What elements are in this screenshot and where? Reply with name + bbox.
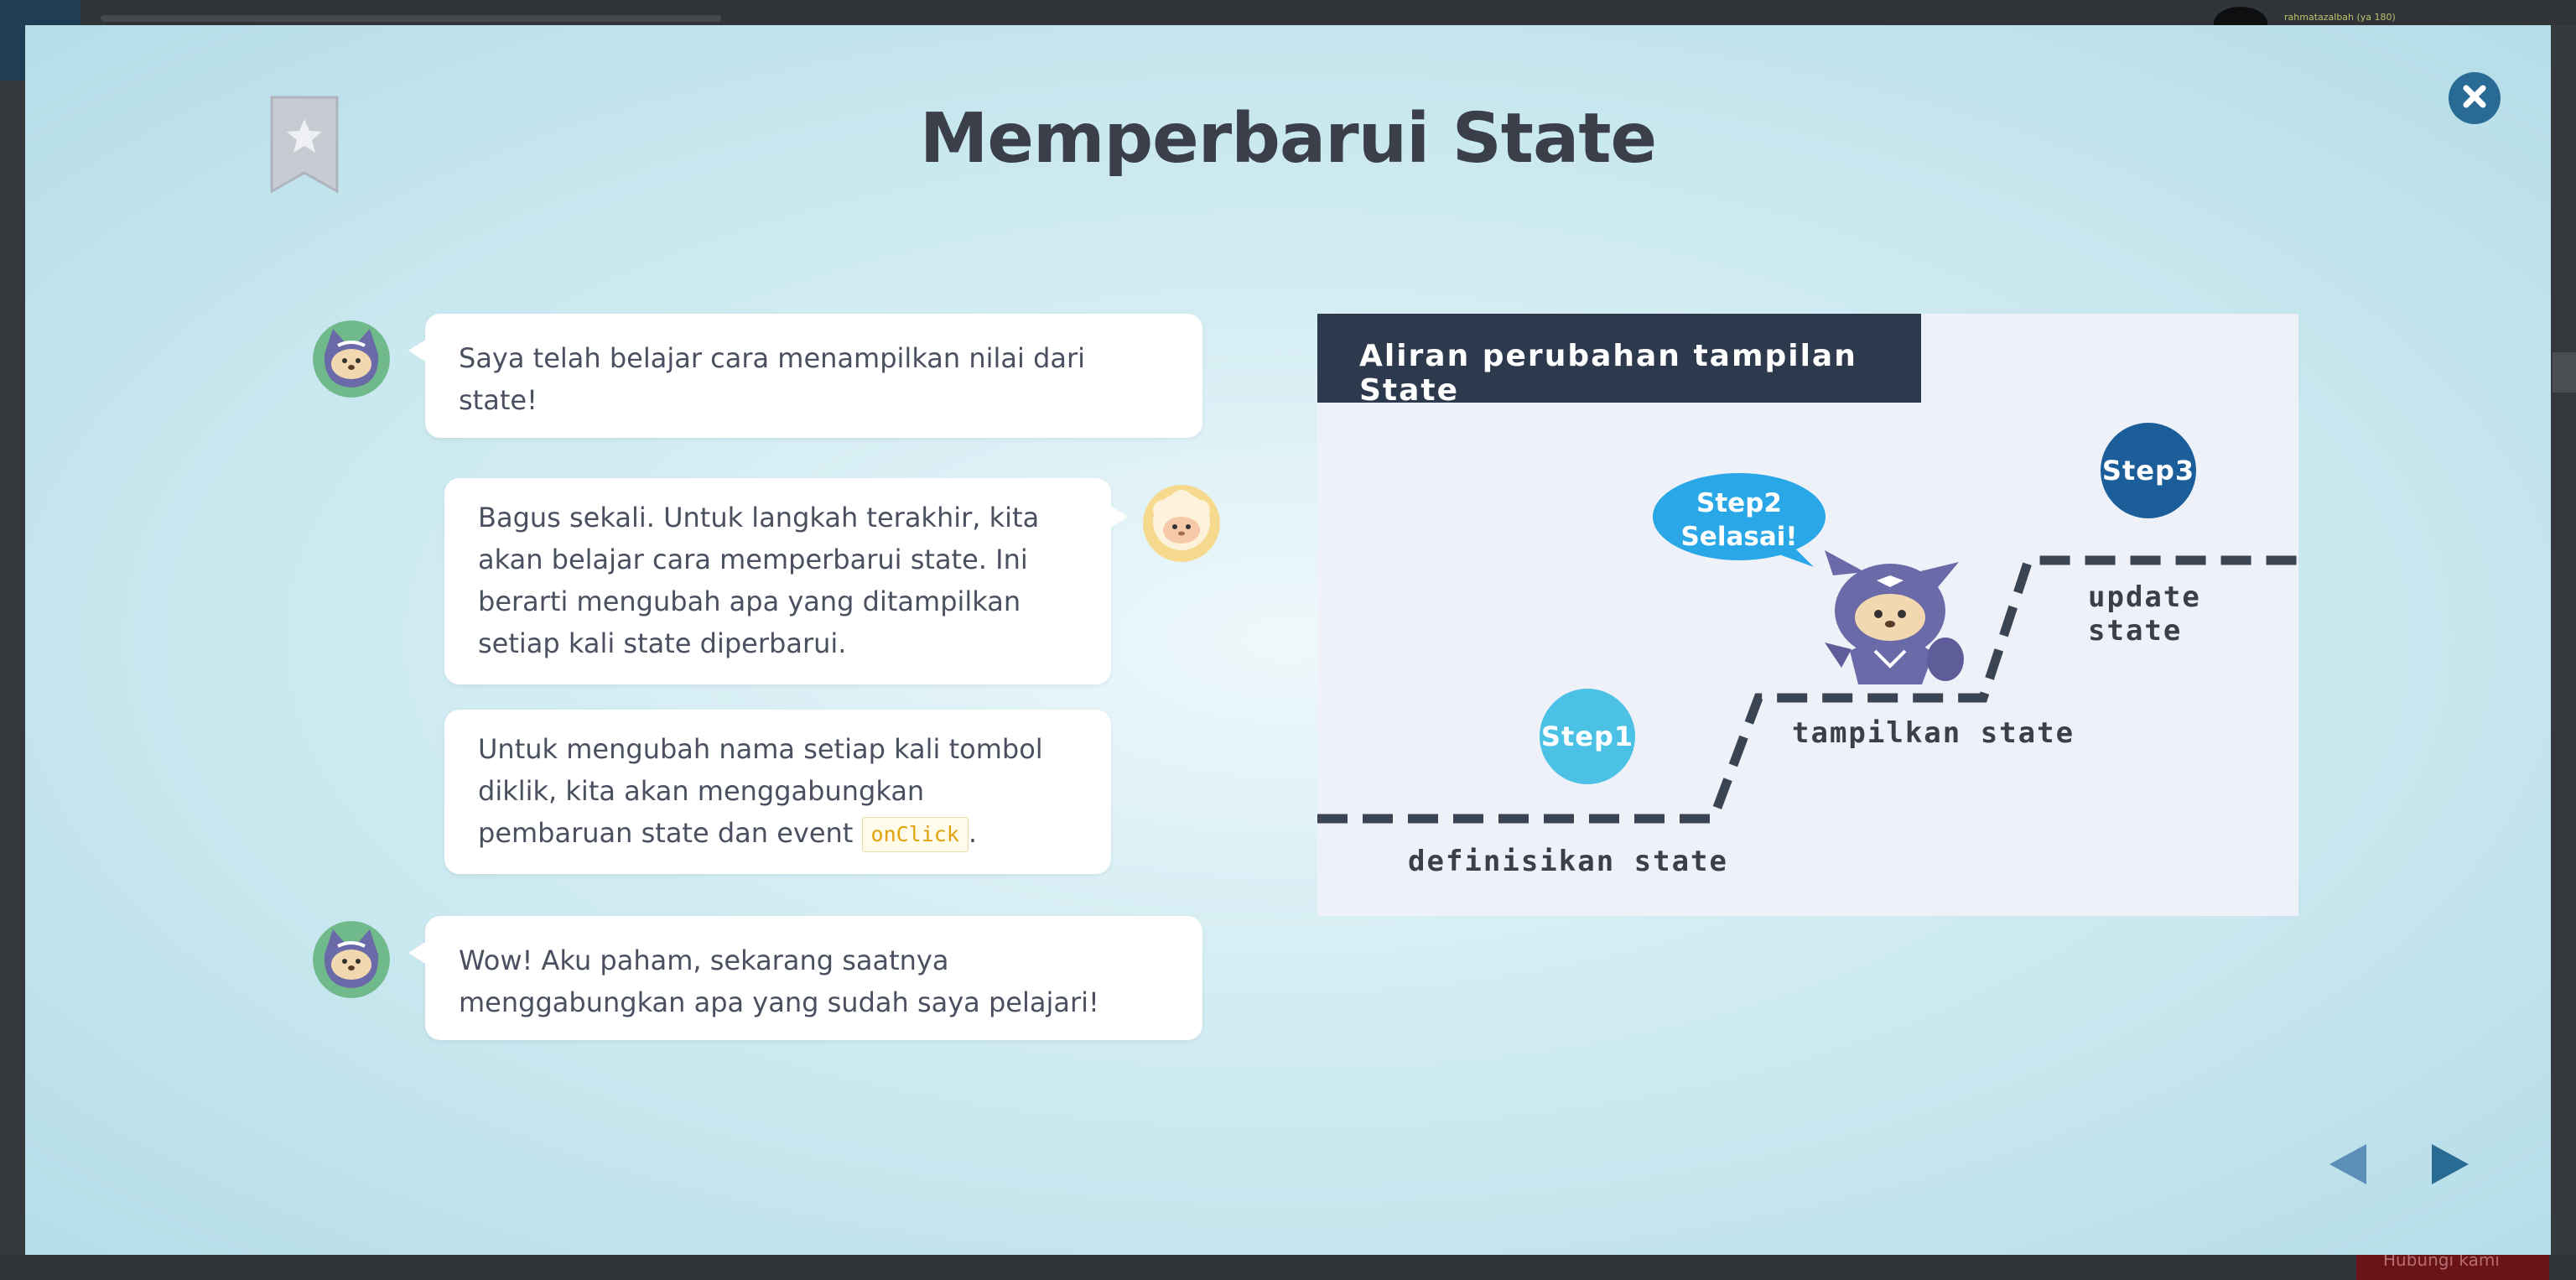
label-update-state: update state — [2088, 580, 2201, 648]
bookmark-star-icon[interactable] — [268, 96, 340, 195]
prev-slide-button[interactable] — [2329, 1144, 2366, 1184]
chat-text: Bagus sekali. Untuk langkah terakhir, ki… — [478, 502, 1040, 659]
chat-text-before: Untuk mengubah nama setiap kali tombol d… — [478, 733, 1043, 849]
code-snippet: onClick — [861, 817, 969, 852]
state-flow-diagram: Aliran perubahan tampilan State Step1 St… — [1317, 314, 2298, 916]
background-username: rahmatazalbah (ya 180) — [2284, 12, 2396, 23]
chat-bubble-2: Bagus sekali. Untuk langkah terakhir, ki… — [444, 478, 1128, 684]
sheep-avatar — [1143, 485, 1220, 562]
chat-text: Wow! Aku paham, sekarang saatnya menggab… — [459, 944, 1099, 1018]
next-slide-button[interactable] — [2432, 1144, 2469, 1184]
step1-badge: Step1 — [1540, 689, 1635, 784]
chat-bubble-4: Wow! Aku paham, sekarang saatnya menggab… — [408, 916, 1202, 1040]
step3-badge: Step3 — [2101, 423, 2196, 518]
step2-label: Step2 Selasai! — [1680, 488, 1798, 552]
close-button[interactable] — [2449, 72, 2501, 124]
chat-text: Saya telah belajar cara menampilkan nila… — [459, 342, 1086, 416]
page-title: Memperbarui State — [919, 99, 1657, 179]
lesson-modal: Memperbarui State Saya telah belajar car… — [25, 25, 2551, 1255]
label-show-state: tampilkan state — [1792, 716, 2075, 750]
ninja-avatar — [313, 320, 390, 398]
chat-bubble-3: Untuk mengubah nama setiap kali tombol d… — [444, 710, 1111, 874]
ninja-avatar — [313, 921, 390, 998]
background-scrollbar — [2553, 352, 2576, 393]
close-icon — [2460, 82, 2489, 114]
background-tab — [101, 15, 721, 22]
label-define-state: definisikan state — [1408, 845, 1728, 878]
chat-bubble-1: Saya telah belajar cara menampilkan nila… — [408, 314, 1202, 438]
ninja-mascot-icon — [1825, 550, 1964, 684]
speech-bubble-step2 — [1653, 473, 1826, 567]
background-bottom-bar — [0, 1255, 2576, 1280]
flow-path — [1317, 555, 2298, 824]
diagram-title: Aliran perubahan tampilan State — [1317, 314, 1921, 408]
chat-text-after: . — [968, 817, 978, 849]
